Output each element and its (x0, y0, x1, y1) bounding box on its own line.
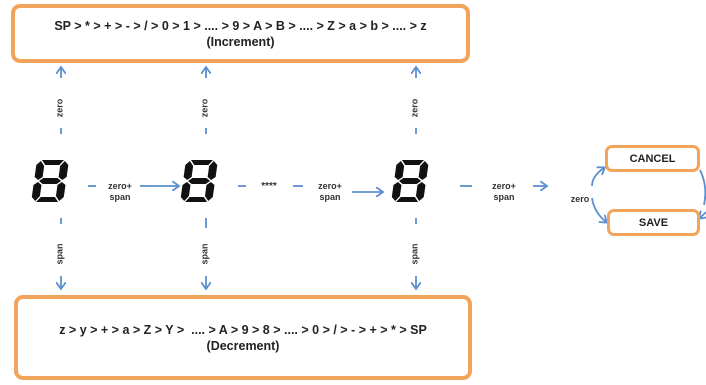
decrement-box: z > y > + > a > Z > Y > .... > A > 9 > 8… (14, 295, 472, 380)
zero-span-label: zero+ span (108, 181, 132, 202)
zero-label: zero (54, 98, 65, 118)
zero-label: zero (199, 98, 210, 118)
zero-label: zero (570, 194, 590, 204)
seven-segment-digit-icon (391, 160, 429, 202)
span-label: span (54, 243, 65, 265)
arrow-icon (591, 197, 606, 222)
zero-label: zero (409, 98, 420, 118)
arrow-icon (700, 212, 706, 218)
seven-segment-digit-icon (180, 160, 218, 202)
seven-segment-digit-icon (31, 160, 69, 202)
decrement-sequence: z > y > + > a > Z > Y > .... > A > 9 > 8… (59, 322, 427, 337)
cancel-button[interactable]: CANCEL (605, 145, 700, 172)
ellipsis-label: **** (261, 181, 277, 192)
arrow-icon (591, 168, 604, 187)
span-label: span (199, 243, 210, 265)
zero-span-label: zero+ span (492, 181, 516, 202)
span-label: span (409, 243, 420, 265)
increment-box: SP > * > + > - > / > 0 > 1 > .... > 9 > … (11, 4, 470, 63)
increment-caption: (Increment) (206, 34, 275, 49)
increment-sequence: SP > * > + > - > / > 0 > 1 > .... > 9 > … (54, 18, 427, 33)
save-button[interactable]: SAVE (607, 209, 700, 236)
decrement-caption: (Decrement) (206, 338, 280, 353)
zero-span-label: zero+ span (318, 181, 342, 202)
